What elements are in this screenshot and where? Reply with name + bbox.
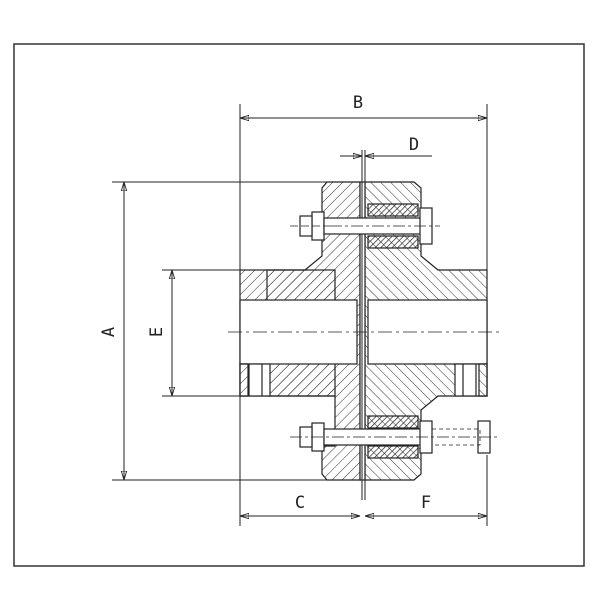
coupling-body (228, 150, 500, 500)
drawing-frame (13, 43, 585, 567)
label-e: E (147, 327, 167, 337)
lower-bolt (290, 415, 500, 459)
label-c: C (295, 493, 305, 513)
dimensions (112, 104, 488, 526)
label-d: D (409, 135, 419, 155)
label-a: A (99, 327, 119, 337)
label-f: F (421, 493, 431, 513)
label-b: B (353, 93, 363, 113)
